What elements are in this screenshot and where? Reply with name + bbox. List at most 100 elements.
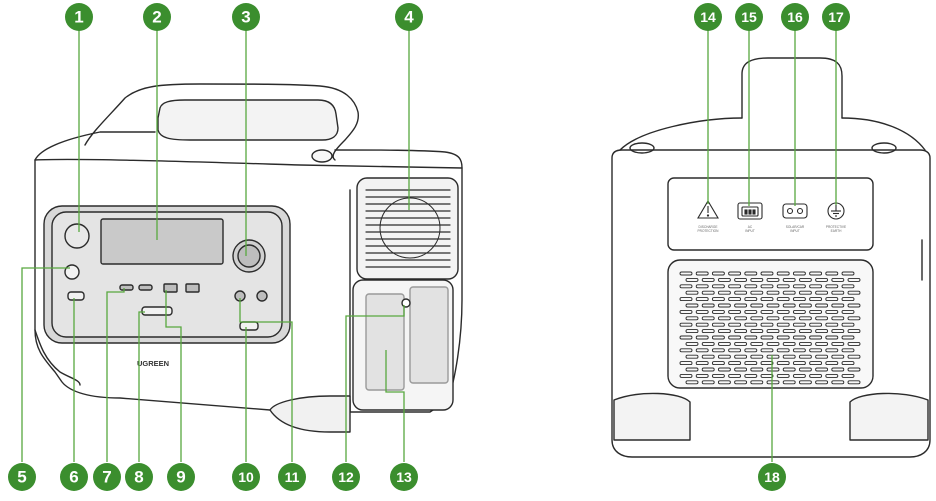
grille-slot (760, 271, 774, 276)
dc-port-2[interactable] (256, 290, 268, 302)
grille-slot (841, 309, 855, 314)
callout-18: 18 (758, 463, 786, 491)
grille-slot (815, 329, 829, 334)
grille-slot (841, 271, 855, 276)
grille-slot (776, 322, 790, 327)
grille-slot (679, 322, 693, 327)
grille-slot (847, 316, 861, 321)
callout-6-number: 6 (69, 468, 78, 487)
callout-2-number: 2 (152, 8, 161, 27)
grille-slot (695, 361, 709, 366)
grille-slot (847, 329, 861, 334)
callout-13: 13 (390, 463, 418, 491)
grille-slot (841, 297, 855, 302)
grille-slot (831, 354, 845, 359)
grille-slot (685, 290, 699, 295)
power-button[interactable] (64, 223, 90, 249)
grille-slot (717, 329, 731, 334)
grille-slot (679, 309, 693, 314)
grille-slot (744, 271, 758, 276)
grille-slot (701, 303, 715, 308)
grille-slot (825, 322, 839, 327)
grille-slot (728, 271, 742, 276)
grille-slot (695, 271, 709, 276)
grille-slot (841, 348, 855, 353)
grille-slot (782, 354, 796, 359)
callout-3: 3 (232, 3, 260, 31)
rear-grille-slots (679, 271, 861, 385)
grille-slot (841, 373, 855, 378)
grille-slot (717, 354, 731, 359)
grille-slot (734, 354, 748, 359)
callout-15: 15 (735, 3, 763, 31)
callout-2: 2 (143, 3, 171, 31)
brand-logo: UGREEN (137, 359, 169, 368)
grille-slot (776, 297, 790, 302)
grille-slot (685, 329, 699, 334)
grille-slot (734, 277, 748, 282)
grille-slot (750, 341, 764, 346)
usb-a-port-1[interactable] (163, 283, 178, 293)
grille-slot (728, 335, 742, 340)
grille-slot (685, 341, 699, 346)
warning-triangle-icon (697, 199, 719, 219)
ac-outlet-1[interactable] (365, 293, 405, 391)
ac-button[interactable] (239, 321, 259, 331)
grille-slot (711, 361, 725, 366)
grille-slot (798, 316, 812, 321)
light-button[interactable] (64, 264, 80, 280)
callout-7-number: 7 (102, 468, 111, 487)
grille-slot (744, 335, 758, 340)
grille-slot (711, 271, 725, 276)
grille-slot (798, 290, 812, 295)
grille-slot (776, 284, 790, 289)
grille-slot (798, 303, 812, 308)
dc-button[interactable] (67, 291, 85, 301)
grille-slot (766, 303, 780, 308)
grille-slot (792, 284, 806, 289)
grille-slot (711, 284, 725, 289)
ac-outlet-2[interactable] (409, 286, 449, 384)
grille-slot (847, 277, 861, 282)
callout-4: 4 (395, 3, 423, 31)
grille-slot (766, 290, 780, 295)
callout-12: 12 (332, 463, 360, 491)
usb-c-port-1[interactable] (119, 284, 134, 291)
grille-slot (792, 335, 806, 340)
grille-slot (841, 361, 855, 366)
grille-slot (776, 271, 790, 276)
leader-8 (138, 311, 145, 462)
grille-slot (798, 329, 812, 334)
usb-c-port-2[interactable] (138, 284, 153, 291)
callout-10: 10 (232, 463, 260, 491)
grille-slot (717, 380, 731, 385)
grille-slot (711, 322, 725, 327)
back-port-icons (697, 199, 845, 220)
grille-slot (679, 271, 693, 276)
usb-button[interactable] (141, 306, 173, 316)
callout-7: 7 (93, 463, 121, 491)
grille-slot (717, 367, 731, 372)
callout-13-number: 13 (396, 469, 412, 485)
leader-7 (106, 288, 125, 462)
grille-slot (734, 303, 748, 308)
grille-slot (695, 335, 709, 340)
leader-12 (345, 305, 405, 462)
port-label-earth-1: PROTECTIVE (826, 225, 846, 229)
grille-slot (695, 322, 709, 327)
grille-slot (766, 354, 780, 359)
grille-slot (685, 380, 699, 385)
back-top (619, 117, 926, 151)
usb-a-port-2[interactable] (185, 283, 200, 293)
callout-1: 1 (65, 3, 93, 31)
grille-slot (782, 329, 796, 334)
callout-17: 17 (822, 3, 850, 31)
grille-slot (831, 277, 845, 282)
side-grille-slots (365, 189, 451, 268)
grille-slot (776, 309, 790, 314)
grille-slot (734, 329, 748, 334)
callout-11: 11 (278, 463, 306, 491)
grille-slot (809, 373, 823, 378)
grille-slot (760, 284, 774, 289)
